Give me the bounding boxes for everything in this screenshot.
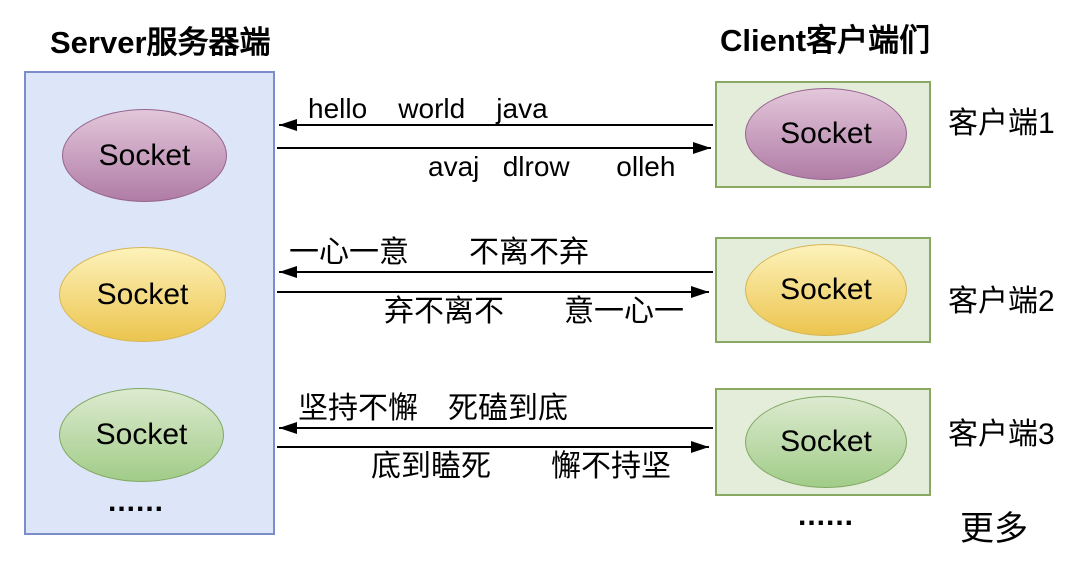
- server-socket-2: Socket: [59, 247, 226, 342]
- client1-socket: Socket: [745, 88, 907, 180]
- server-to-client3-message: 底到瞌死 懈不持坚: [371, 450, 671, 483]
- client3-to-server-message: 坚持不懈 死磕到底: [298, 392, 568, 425]
- server-socket-3: Socket: [59, 388, 224, 482]
- more-clients-label: 更多: [960, 510, 1028, 548]
- client2-to-server-message: 一心一意 不离不弃: [289, 236, 589, 269]
- client1-to-server-message: hello world java: [308, 93, 548, 124]
- client3-socket: Socket: [745, 396, 907, 488]
- server-to-client1-message: avaj dlrow olleh: [428, 151, 676, 182]
- server-to-client2-message: 弃不离不 意一心一: [384, 295, 684, 328]
- clients-title: Client客户端们: [720, 23, 931, 58]
- clients-more-dots: ......: [798, 499, 855, 532]
- server-socket-1: Socket: [62, 109, 227, 202]
- client1-label: 客户端1: [948, 107, 1055, 140]
- server-title: Server服务器端: [50, 25, 271, 60]
- server-more-dots: ......: [108, 485, 165, 518]
- client2-socket: Socket: [745, 244, 907, 336]
- client3-label: 客户端3: [948, 418, 1055, 451]
- client2-label: 客户端2: [948, 285, 1055, 318]
